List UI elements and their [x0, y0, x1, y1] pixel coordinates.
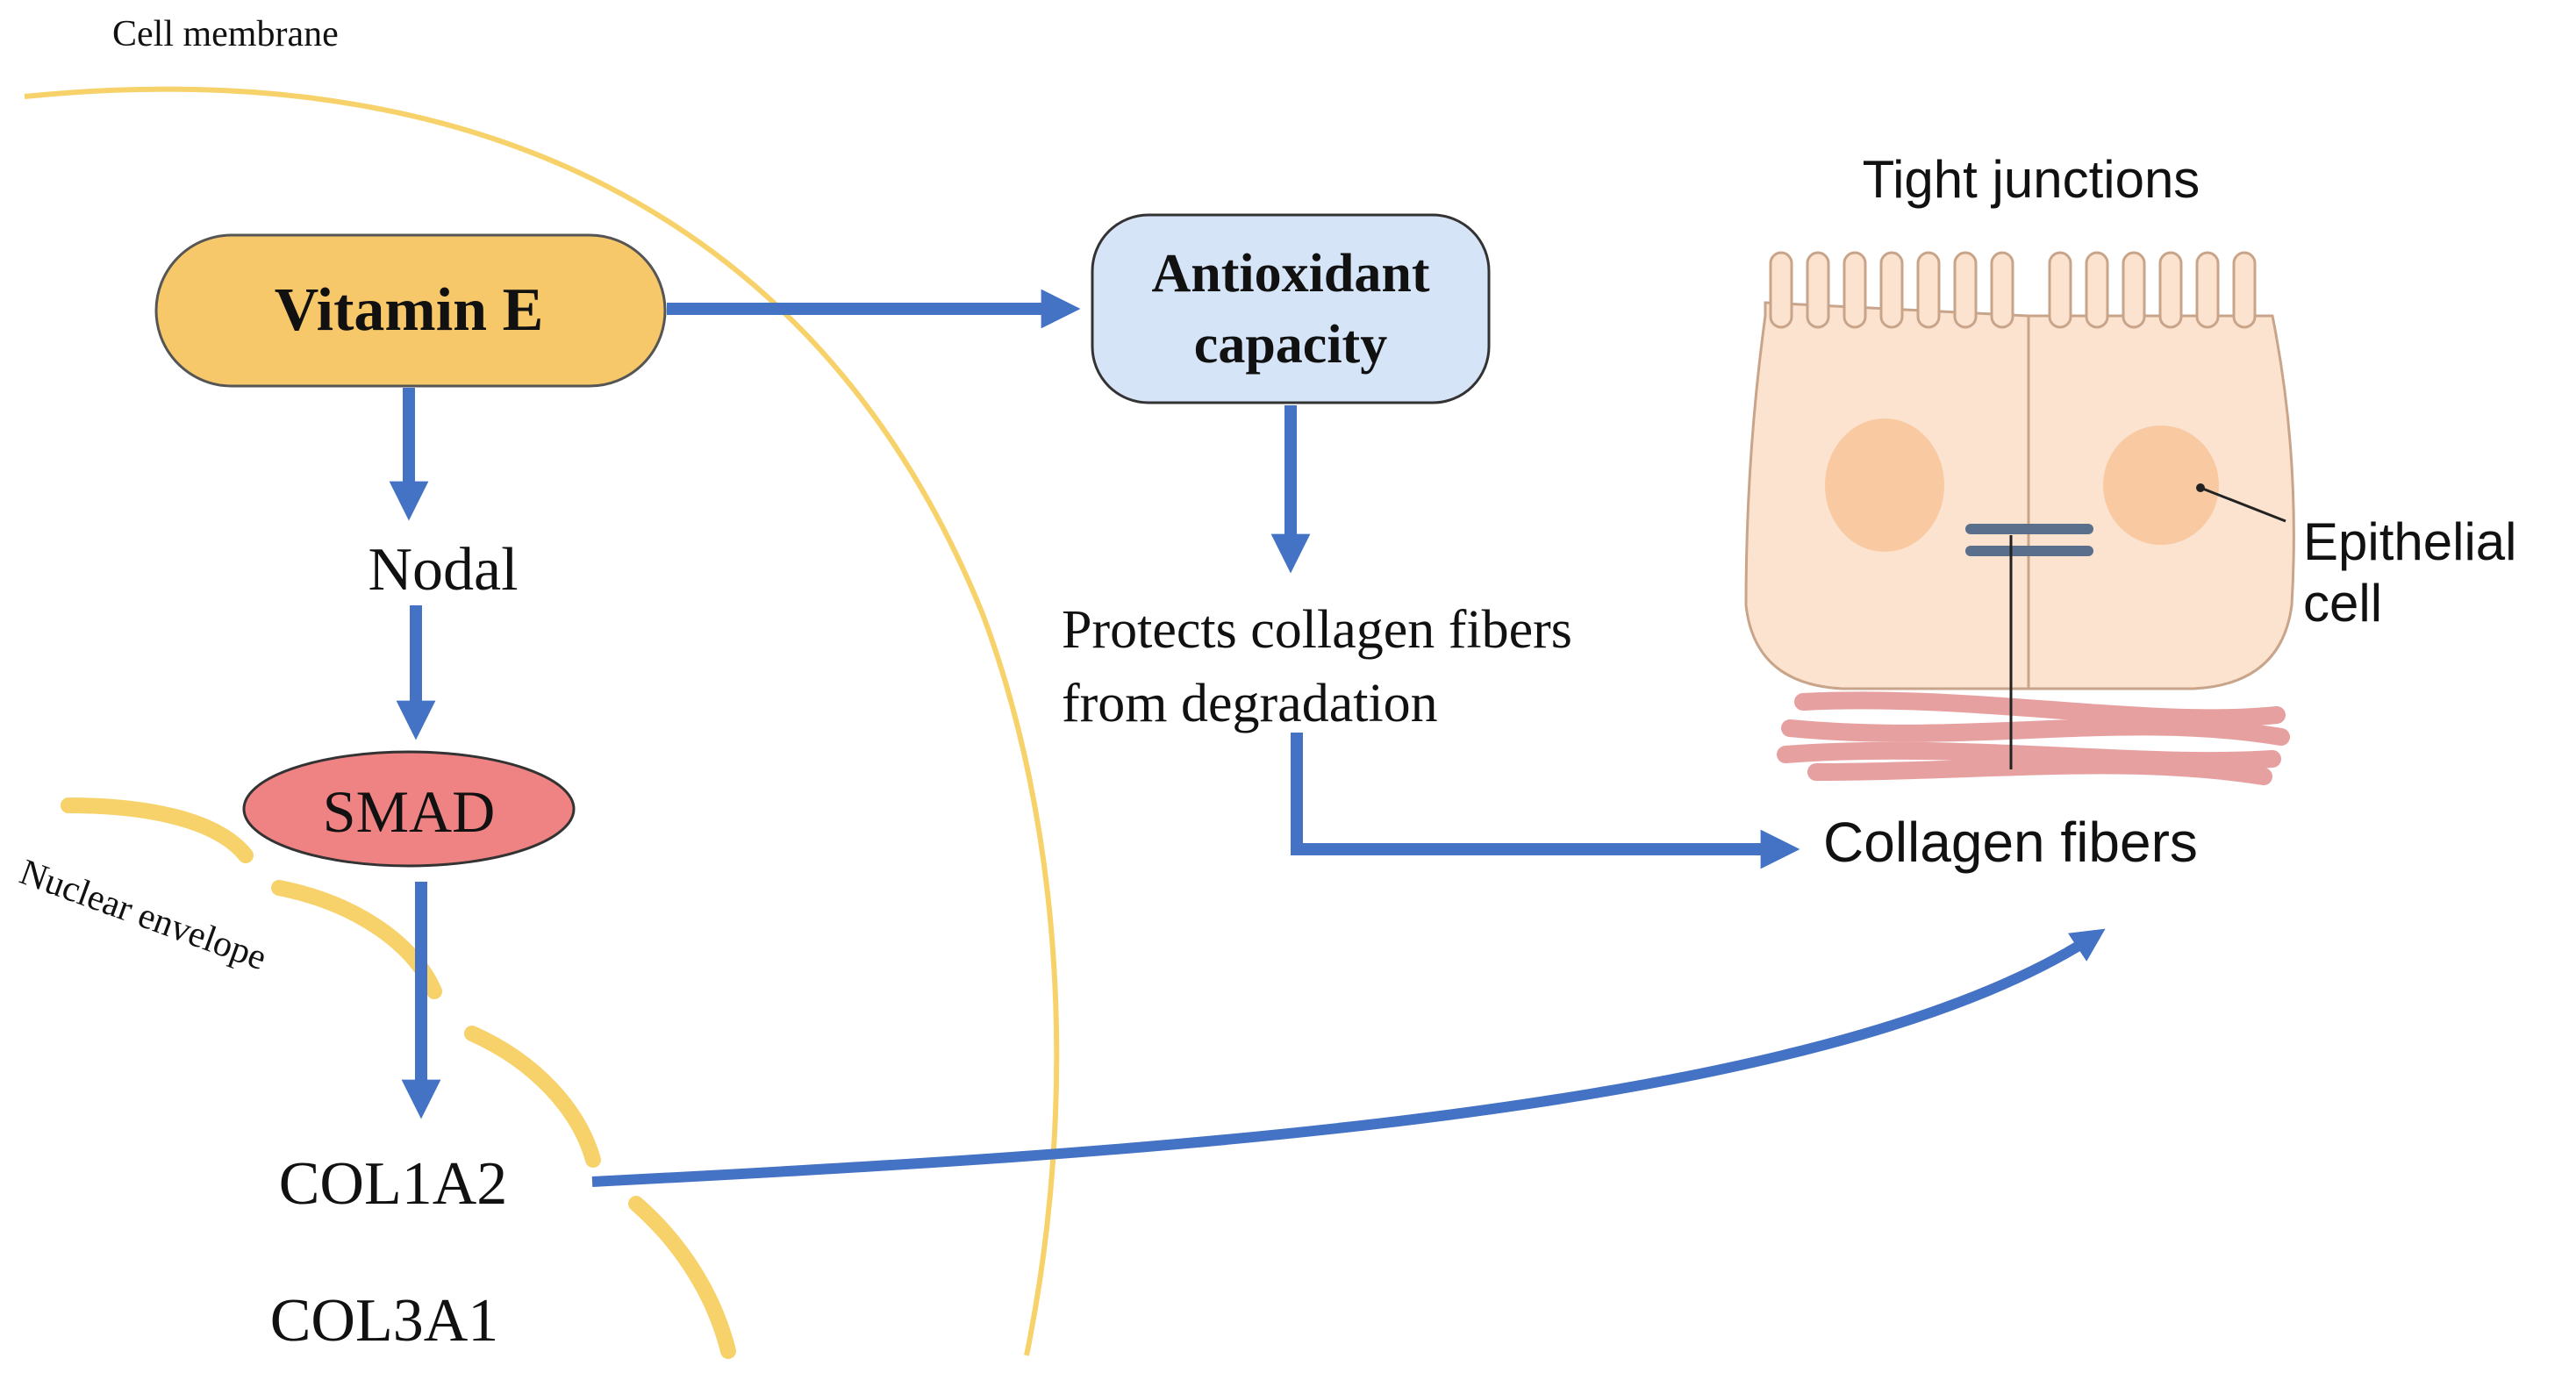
cell-membrane-outline: [24, 86, 1060, 1356]
vitamin-e-node: [154, 233, 667, 388]
nucleus-left: [1825, 418, 1944, 552]
protects-label-line1: Protects collagen fibers: [1062, 600, 1572, 660]
tight-junction-bar-bottom: [1965, 546, 2093, 556]
collagen-fiber-band: [1777, 691, 2290, 785]
smad-node: [242, 750, 576, 868]
nodal-label: Nodal: [368, 536, 518, 604]
epithelial-pointer-line: [2200, 486, 2286, 523]
tight-junctions-label: Tight junctions: [1863, 150, 2200, 209]
arrow-protects-to-collagen: [1291, 733, 1800, 869]
protects-label-line2: from degradation: [1062, 674, 1438, 733]
arrow-col1a2-to-collagen: [591, 928, 2106, 1187]
col1a2-label: COL1A2: [279, 1150, 508, 1218]
nuclear-envelope-label: Nuclear envelope: [15, 852, 272, 978]
epithelial-label-line2: cell: [2303, 574, 2382, 633]
nuclear-envelope: [61, 797, 736, 1359]
collagen-fibers-label: Collagen fibers: [1823, 811, 2198, 874]
vitamin-e-label: Vitamin E: [275, 276, 544, 344]
antioxidant-label-line1: Antioxidant: [1152, 244, 1430, 304]
antioxidant-label-line2: capacity: [1194, 315, 1387, 375]
epithelial-label-line1: Epithelial: [2303, 512, 2517, 571]
nucleus-right: [2103, 425, 2219, 545]
cell-membrane-label: Cell membrane: [112, 14, 339, 54]
antioxidant-capacity-node: [1091, 213, 1491, 404]
tight-junction-bar-top: [1965, 524, 2093, 534]
epithelial-cells-illustration: [1744, 251, 2295, 785]
smad-label: SMAD: [323, 778, 496, 845]
col3a1-label: COL3A1: [270, 1287, 499, 1355]
